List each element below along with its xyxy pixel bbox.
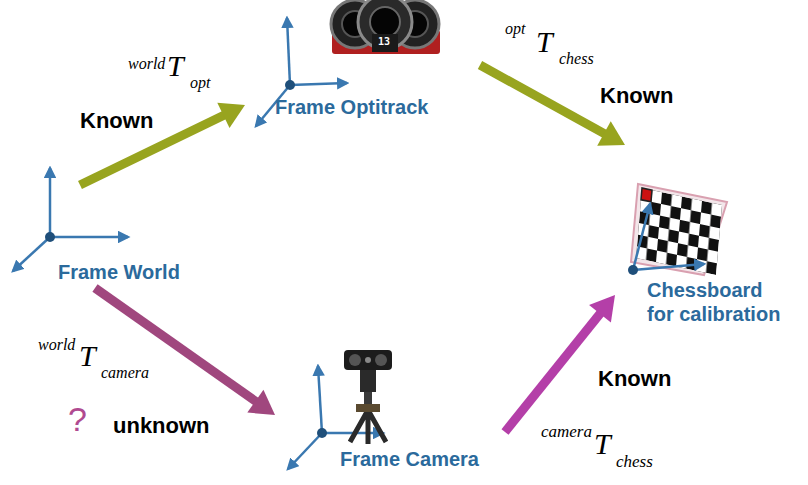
transform-arrow — [80, 103, 245, 185]
math-symbol: T — [594, 426, 611, 461]
frame-label: Frame Camera — [340, 447, 500, 471]
question-mark: ? — [68, 400, 87, 439]
math-symbol: camera — [541, 422, 592, 442]
frame-node: Frame Optitrack — [245, 60, 480, 122]
math-symbol: chess — [559, 50, 594, 68]
math-symbol: world — [128, 55, 165, 73]
transform-arrow — [505, 295, 615, 432]
arrow-head — [589, 295, 615, 322]
frame-node: Frame World — [10, 185, 207, 288]
arrow-shaft — [480, 65, 607, 135]
math-symbol: opt — [505, 20, 525, 38]
chessboard — [631, 184, 727, 275]
arrow-shaft — [505, 311, 602, 432]
axis-frame — [13, 168, 128, 271]
frame-label: Chessboard for calibration — [647, 278, 787, 326]
edge-label: Known — [80, 108, 153, 134]
math-symbol: T — [536, 24, 553, 59]
frame-node: Chessboard for calibration — [615, 145, 803, 332]
math-symbol: T — [79, 338, 96, 373]
math-symbol: camera — [101, 364, 149, 382]
optitrack-cameras — [331, 0, 440, 54]
frame-label: Frame World — [58, 260, 203, 284]
arrow-head — [247, 390, 275, 415]
math-symbol: T — [167, 48, 184, 83]
transform-arrow — [95, 288, 275, 415]
frame-origin — [628, 265, 638, 275]
edge-label: Known — [600, 83, 673, 109]
arrow-head — [597, 121, 625, 146]
tripod-camera — [344, 350, 392, 444]
arrow-head — [217, 103, 245, 128]
frame-origin — [317, 428, 327, 438]
frame-label: Frame Optitrack — [275, 95, 470, 119]
frame-node: Frame Camera — [275, 400, 505, 480]
edge-label: Known — [598, 366, 671, 392]
edge-label: unknown — [113, 413, 210, 439]
arrow-shaft — [95, 288, 259, 403]
camera-number: 13 — [378, 36, 390, 48]
math-symbol: opt — [190, 74, 210, 92]
frame-origin — [45, 232, 55, 242]
math-symbol: chess — [616, 452, 653, 472]
math-symbol: world — [38, 336, 75, 354]
frame-origin — [285, 80, 295, 90]
axis-frame — [633, 204, 704, 270]
